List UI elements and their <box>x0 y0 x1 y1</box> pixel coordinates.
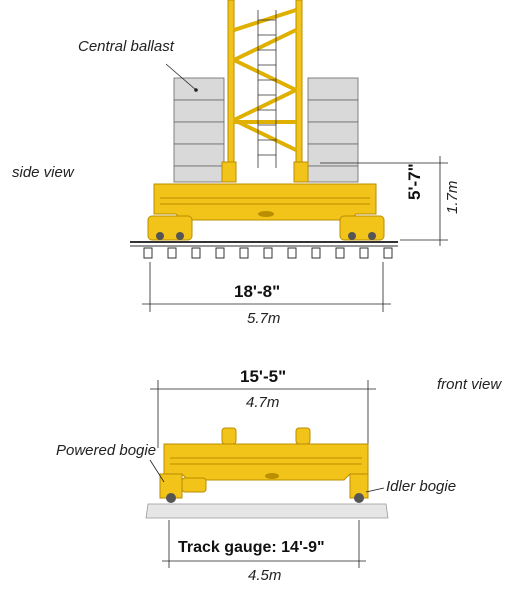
side-bogie-right <box>339 215 385 241</box>
side-width-metric-label: 5.7m <box>247 310 281 327</box>
side-bogie-left <box>147 215 193 241</box>
powered-bogie <box>159 473 207 503</box>
front-width-imperial-label: 15'-5" <box>240 367 287 386</box>
ballast-right <box>307 77 359 183</box>
lifting-lugs <box>221 427 311 445</box>
side-view <box>130 0 448 312</box>
front-beam <box>163 443 369 481</box>
width-dimension <box>142 262 391 312</box>
side-width-imperial-label: 18'-8" <box>234 282 281 301</box>
side-view-label: side view <box>12 164 74 181</box>
idler-bogie-label: Idler bogie <box>386 478 457 495</box>
front-view-label: front view <box>437 376 502 393</box>
height-metric-label: 1.7m <box>444 180 461 214</box>
track-gauge-metric-label: 4.5m <box>248 567 282 584</box>
track-gauge-imperial-label: Track gauge: 14'-9" <box>178 539 325 556</box>
central-ballast-label: Central ballast <box>78 38 174 55</box>
powered-bogie-label: Powered bogie <box>56 442 157 459</box>
ground-slab <box>145 503 389 519</box>
central-ballast-dot <box>194 88 198 92</box>
rail-track <box>130 241 398 259</box>
idler-bogie-leader <box>365 487 385 493</box>
ballast-left <box>173 77 225 183</box>
mast <box>221 0 309 183</box>
gauge-dimension <box>162 520 366 568</box>
height-imperial-label: 5'-7" <box>405 163 424 200</box>
central-ballast-leader <box>165 63 197 91</box>
chassis-beam <box>153 183 377 221</box>
powered-bogie-leader <box>149 459 165 483</box>
idler-bogie <box>349 473 369 503</box>
front-width-metric-label: 4.7m <box>246 394 280 411</box>
front-width-dimension <box>150 380 376 448</box>
height-dimension <box>320 156 448 246</box>
front-view <box>145 380 389 568</box>
